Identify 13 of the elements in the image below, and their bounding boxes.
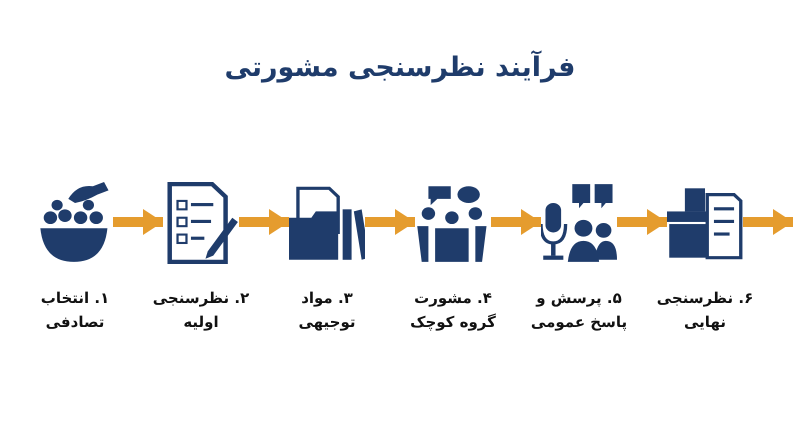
arrow (239, 209, 289, 235)
step-label: ۴. مشورت گروه کوچک (409, 288, 497, 333)
step-label: ۳. مواد توجیهی (297, 288, 357, 333)
arrow (113, 209, 163, 235)
title: فرآیند نظرسنجی مشورتی (224, 52, 576, 83)
arrow (491, 209, 541, 235)
step-label: ۲. نظرسنجی اولیه (152, 288, 250, 333)
arrow (365, 209, 415, 235)
step-label: ۵. پرسش و پاسخ عمومی (530, 288, 628, 333)
arrow (743, 209, 793, 235)
step-label: ۶. نظرسنجی نهایی (656, 288, 754, 333)
step-label: ۱. انتخاب تصادفی (40, 288, 110, 333)
arrow (617, 209, 667, 235)
